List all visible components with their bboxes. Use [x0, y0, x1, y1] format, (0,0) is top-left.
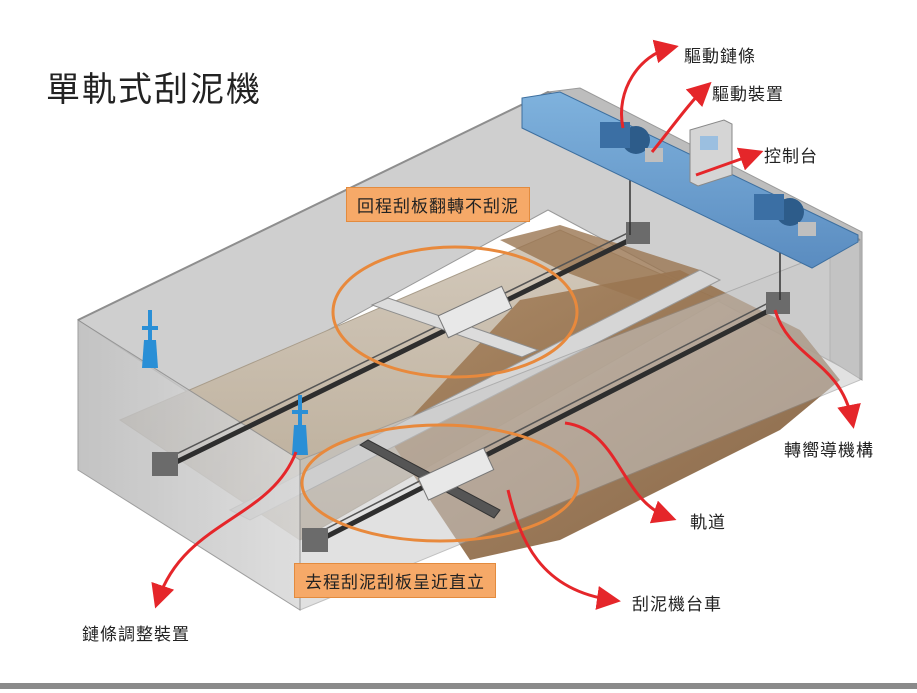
arrow-scraper-carriage	[506, 489, 621, 610]
chain-upper	[159, 226, 641, 463]
rail-upper	[158, 232, 642, 473]
forward-trip-highlight	[300, 423, 580, 543]
rail-lower	[308, 302, 782, 548]
label-control-panel: 控制台	[764, 147, 818, 167]
rail-bracket	[626, 222, 650, 244]
chain-adjuster-left	[142, 310, 158, 368]
callout-forward-trip: 去程刮泥刮板呈近直立	[294, 563, 496, 598]
drive-motor-left	[600, 122, 663, 162]
page-title: 單軌式刮泥機	[46, 70, 262, 110]
callout-return-trip: 回程刮板翻轉不刮泥	[346, 187, 530, 222]
arrow-turning-guide	[773, 309, 861, 429]
label-scraper-carriage: 刮泥機台車	[632, 595, 722, 615]
tank-front-wall	[299, 239, 861, 611]
label-turning-guide: 轉嚮導機構	[784, 441, 874, 461]
control-cabinet	[689, 119, 733, 187]
arrow-control-panel	[695, 147, 764, 177]
chain-adjuster-right	[292, 395, 308, 455]
arrow-drive-unit	[650, 81, 712, 153]
return-trip-highlight	[331, 245, 579, 379]
arrow-rail	[564, 421, 677, 524]
scraper-carriage-upper	[437, 285, 513, 339]
label-drive-chain: 驅動鏈條	[684, 47, 756, 67]
rail-bracket	[152, 452, 178, 476]
rail-bracket	[302, 528, 328, 552]
rail-bracket	[766, 292, 790, 314]
bottom-divider	[0, 683, 917, 689]
drive-motor-right	[754, 194, 816, 236]
label-chain-adjuster: 鏈條調整裝置	[82, 625, 190, 645]
label-drive-unit: 驅動裝置	[712, 85, 784, 105]
chain-lower	[309, 296, 781, 538]
arrow-drive-chain	[620, 39, 679, 129]
scraper-carriage-lower	[417, 447, 495, 501]
sludge-layer-upper	[500, 225, 700, 300]
label-rail: 軌道	[690, 513, 726, 533]
arrow-chain-adjuster	[151, 451, 298, 609]
